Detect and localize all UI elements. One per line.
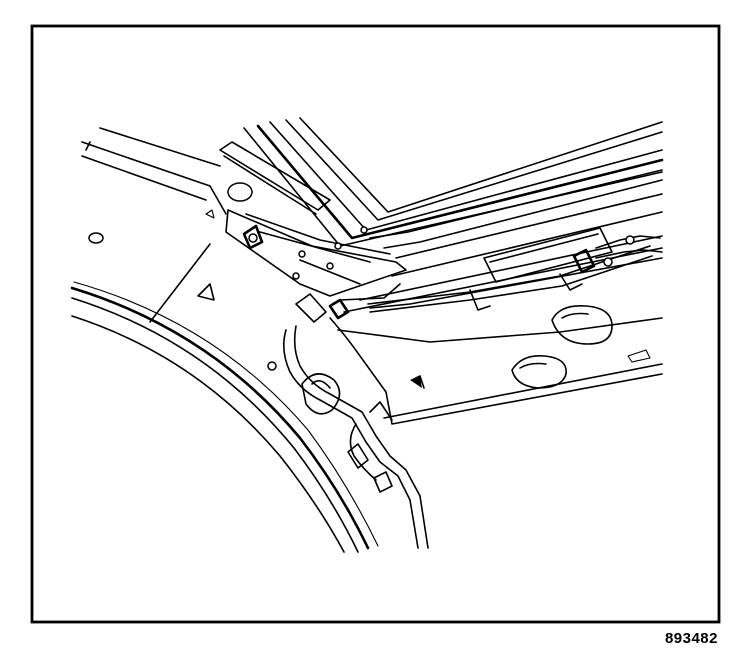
- roof-panel-right: [329, 304, 663, 425]
- panel-holes: [88, 209, 425, 389]
- sunroof-opening-frame: [243, 117, 664, 313]
- roof-lobe-center: [511, 354, 567, 389]
- triangle-mark-left: [197, 283, 215, 301]
- hole-left: [88, 232, 104, 244]
- pillar-hose: [282, 325, 429, 549]
- bracket-fastener: [242, 224, 350, 323]
- bracket-hole: [227, 182, 253, 202]
- roof-rail-curve: [70, 127, 379, 553]
- corner-mounting-bracket: [219, 141, 407, 301]
- pillar-lobe: [301, 373, 341, 415]
- roof-lobe-right: [551, 304, 613, 345]
- figure-border: [30, 24, 721, 624]
- sunroof-cover-panel: [483, 227, 613, 283]
- figure-number: 893482: [664, 630, 718, 647]
